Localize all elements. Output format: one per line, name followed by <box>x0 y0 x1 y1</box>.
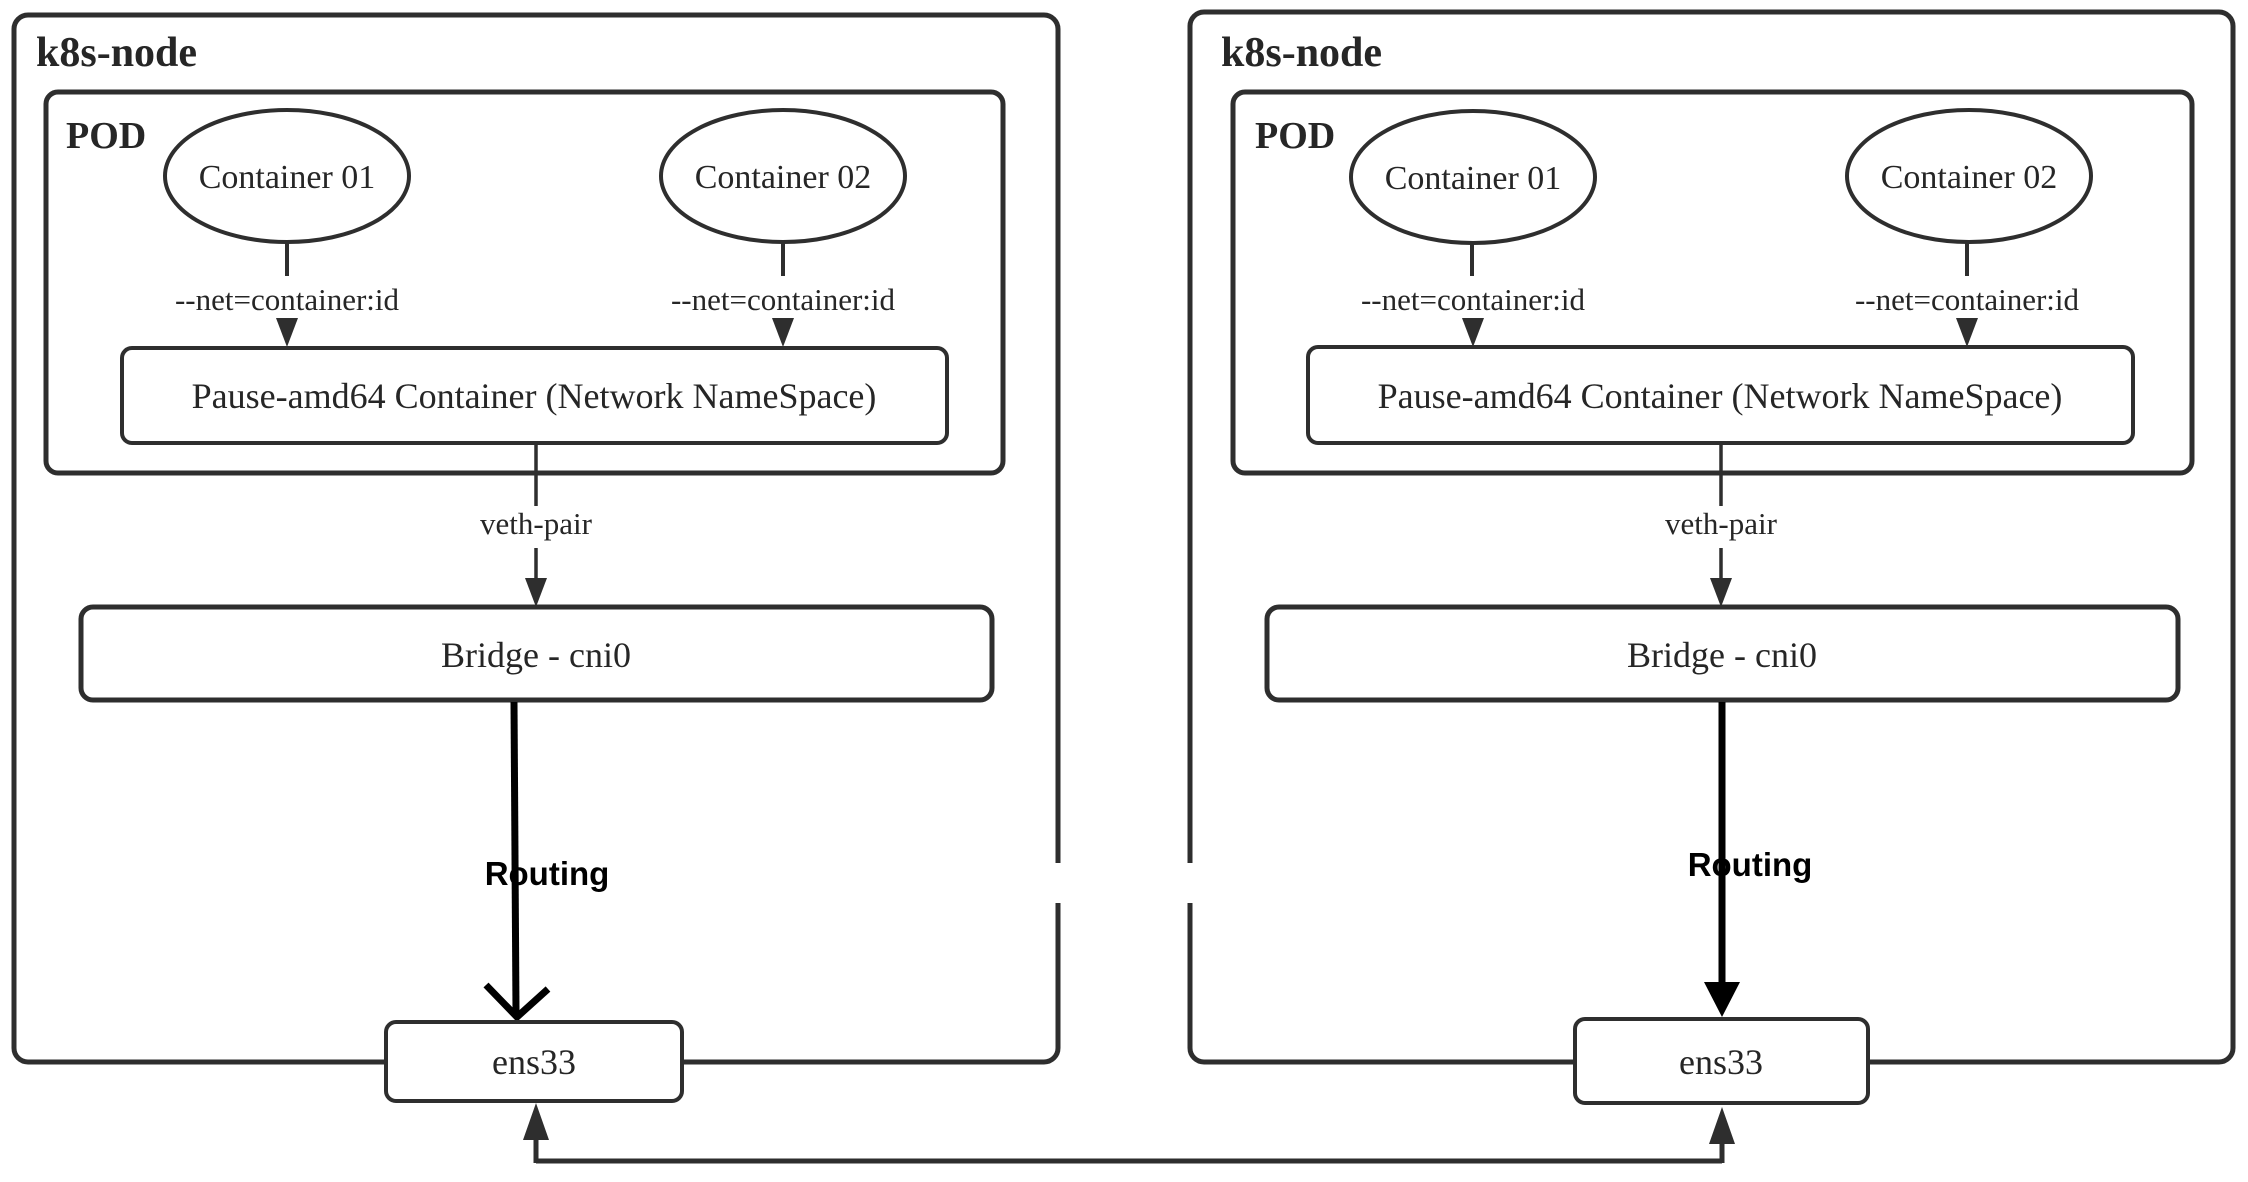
net-container-id-label-2: --net=container:id <box>671 282 896 317</box>
routing-label: Routing <box>1688 846 1813 883</box>
veth-pair-label: veth-pair <box>480 506 593 541</box>
arrowhead-veth <box>1710 578 1732 607</box>
container-01-label: Container 01 <box>199 159 376 196</box>
bridge-box <box>1264 604 2181 703</box>
arrowhead-net-1 <box>1462 318 1484 347</box>
routing-line <box>510 701 520 1013</box>
border-gap-mask-right <box>1176 863 1206 903</box>
bridge-label: Bridge - cni0 <box>441 635 631 675</box>
arrowhead-up-left <box>523 1103 549 1140</box>
bridge-box <box>78 604 995 703</box>
bridge-label: Bridge - cni0 <box>1627 635 1817 675</box>
inter-node-link <box>523 1103 1735 1164</box>
container-02-label: Container 02 <box>1881 159 2058 196</box>
border-gap-mask-left <box>1044 863 1074 903</box>
ens33-box <box>384 1020 684 1103</box>
arrowhead-up-right <box>1709 1107 1735 1144</box>
pause-container-label: Pause-amd64 Container (Network NameSpace… <box>1378 376 2063 416</box>
k8s-node-right: k8s-node POD Container 01 Container 02 -… <box>1187 9 2236 1105</box>
ens33-label: ens33 <box>492 1042 576 1082</box>
net-container-id-label-2: --net=container:id <box>1855 282 2080 317</box>
k8s-node-label: k8s-node <box>36 30 197 76</box>
net-container-id-label-1: --net=container:id <box>175 282 400 317</box>
arrowhead-net-2 <box>772 318 794 347</box>
veth-pair-label: veth-pair <box>1665 506 1778 541</box>
k8s-node-left: k8s-node POD Container 01 Container 02 -… <box>11 12 1061 1103</box>
ens33-box <box>1573 1017 1870 1105</box>
routing-label: Routing <box>485 855 610 892</box>
k8s-node-label: k8s-node <box>1221 30 1382 76</box>
arrowhead-net-1 <box>276 318 298 347</box>
pod-label: POD <box>1255 115 1335 157</box>
arrowhead-veth <box>525 578 547 607</box>
pod-label: POD <box>66 115 146 157</box>
ens33-label: ens33 <box>1679 1042 1763 1082</box>
arrowhead-routing <box>1704 982 1740 1017</box>
container-01-label: Container 01 <box>1385 160 1562 197</box>
net-container-id-label-1: --net=container:id <box>1361 282 1586 317</box>
container-02-label: Container 02 <box>695 159 872 196</box>
arrowhead-routing-chevron <box>483 982 551 1022</box>
arrowhead-net-2 <box>1956 318 1978 347</box>
pause-container-label: Pause-amd64 Container (Network NameSpace… <box>192 376 877 416</box>
